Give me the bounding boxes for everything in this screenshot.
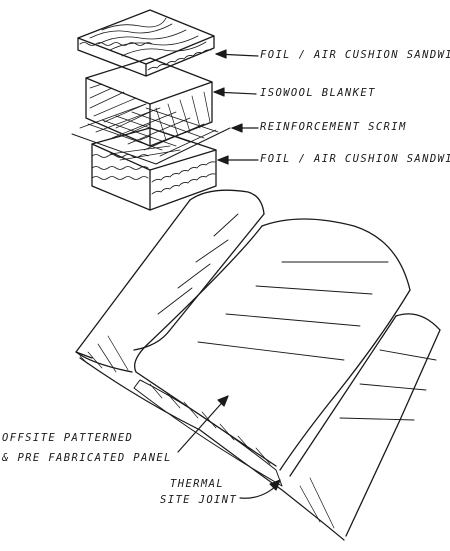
layer-foil-bottom	[91, 127, 217, 211]
panel-left	[75, 189, 265, 373]
label-panel-line1: OFFSITE PATTERNED	[2, 432, 134, 444]
label-foil-bottom: FOIL / AIR CUSHION SANDWICH	[260, 153, 450, 165]
panel-middle	[133, 218, 411, 487]
label-joint-line2: SITE JOINT	[160, 494, 238, 506]
panel-right	[289, 313, 441, 537]
layer-stack	[71, 9, 231, 211]
label-scrim: REINFORCEMENT SCRIM	[260, 121, 407, 133]
label-isowool: ISOWOOL BLANKET	[260, 87, 376, 99]
panel-assembly	[75, 189, 441, 541]
layer-foil-top	[77, 9, 215, 77]
panel-leaders	[177, 395, 281, 499]
label-foil-top: FOIL / AIR CUSHION SANDWICH	[260, 49, 450, 61]
label-joint-line1: THERMAL	[170, 478, 225, 490]
label-panel-line2: & PRE FABRICATED PANEL	[2, 452, 172, 464]
layer-isowool	[85, 57, 213, 147]
stack-leaders	[213, 49, 259, 165]
